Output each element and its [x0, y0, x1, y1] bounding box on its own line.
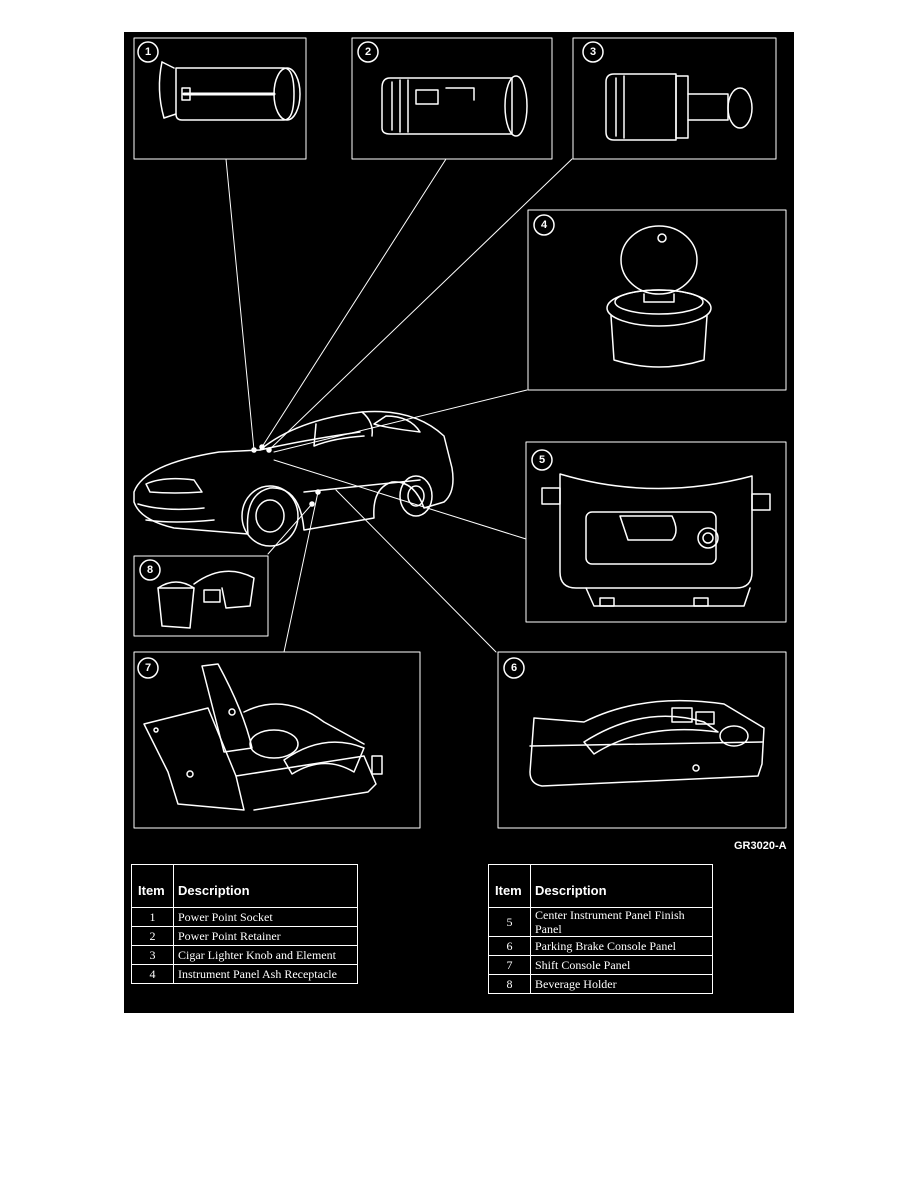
- legend-row: 5 Center Instrument Panel Finish Panel: [488, 907, 713, 937]
- panel-power-point-socket: [133, 37, 307, 160]
- legend-item-number: 6: [488, 936, 531, 956]
- legend-header-row: Item Description: [131, 864, 358, 908]
- callout-marker: [357, 41, 379, 63]
- vehicle-illustration: [133, 410, 454, 547]
- callout-markers: [137, 41, 604, 679]
- callout-number: 3: [590, 46, 596, 58]
- legend-header-item: Item: [488, 864, 531, 908]
- callout-marker: [137, 41, 159, 63]
- legend-item-description: Parking Brake Console Panel: [530, 936, 713, 956]
- legend-item-number: 4: [131, 964, 174, 984]
- leader-lines: [225, 158, 573, 653]
- legend-header-description: Description: [173, 864, 358, 908]
- legend-item-description: Instrument Panel Ash Receptacle: [173, 964, 358, 984]
- panel-parking-brake-console: [497, 651, 787, 829]
- parts-illustration: 1 2 3 4 5 8 7 6: [133, 37, 787, 829]
- callout-marker: [582, 41, 604, 63]
- legend-row: 6 Parking Brake Console Panel: [488, 936, 713, 956]
- legend-item-description: Power Point Socket: [173, 907, 358, 927]
- legend-item-number: 8: [488, 974, 531, 994]
- legend-item-number: 3: [131, 945, 174, 965]
- legend-row: 1 Power Point Socket: [131, 907, 358, 927]
- legend-table-right: Item Description 5 Center Instrument Pan…: [488, 864, 713, 994]
- callout-number: 2: [365, 46, 371, 58]
- legend-item-description: Shift Console Panel: [530, 955, 713, 975]
- legend-row: 3 Cigar Lighter Knob and Element: [131, 945, 358, 965]
- legend-header-item: Item: [131, 864, 174, 908]
- legend-item-description: Center Instrument Panel Finish Panel: [530, 907, 713, 937]
- callout-number: 7: [145, 662, 151, 674]
- legend-item-number: 7: [488, 955, 531, 975]
- callout-number: 1: [145, 46, 151, 58]
- panel-ash-receptacle: [527, 209, 787, 391]
- legend-header-row: Item Description: [488, 864, 713, 908]
- legend-table-left: Item Description 1 Power Point Socket 2 …: [131, 864, 358, 984]
- legend-item-description: Power Point Retainer: [173, 926, 358, 946]
- callout-number: 4: [541, 219, 548, 231]
- callout-number: 8: [147, 564, 153, 576]
- legend-header-description: Description: [530, 864, 713, 908]
- figure-code: GR3020-A: [734, 840, 787, 852]
- legend-row: 4 Instrument Panel Ash Receptacle: [131, 964, 358, 984]
- legend-item-number: 5: [488, 907, 531, 937]
- legend-row: 2 Power Point Retainer: [131, 926, 358, 946]
- callout-number: 6: [511, 662, 517, 674]
- diagram-sheet: 1 2 3 4 5 8 7 6 GR3020-A Item Descriptio…: [124, 32, 794, 1013]
- callout-marker: [137, 657, 159, 679]
- panel-power-point-retainer: [351, 37, 553, 160]
- panel-center-finish-panel: [525, 441, 787, 623]
- panel-shift-console: [133, 651, 421, 829]
- panel-beverage-holder: [133, 555, 269, 637]
- callout-marker: [533, 214, 555, 236]
- panel-cigar-lighter: [572, 37, 777, 160]
- legend-item-number: 2: [131, 926, 174, 946]
- legend-item-number: 1: [131, 907, 174, 927]
- legend-row: 8 Beverage Holder: [488, 974, 713, 994]
- legend-item-description: Cigar Lighter Knob and Element: [173, 945, 358, 965]
- callout-marker: [139, 559, 161, 581]
- legend-row: 7 Shift Console Panel: [488, 955, 713, 975]
- callout-marker: [531, 449, 553, 471]
- legend-item-description: Beverage Holder: [530, 974, 713, 994]
- callout-labels: 1 2 3 4 5 8 7 6: [145, 46, 596, 674]
- callout-marker: [503, 657, 525, 679]
- callout-number: 5: [539, 454, 545, 466]
